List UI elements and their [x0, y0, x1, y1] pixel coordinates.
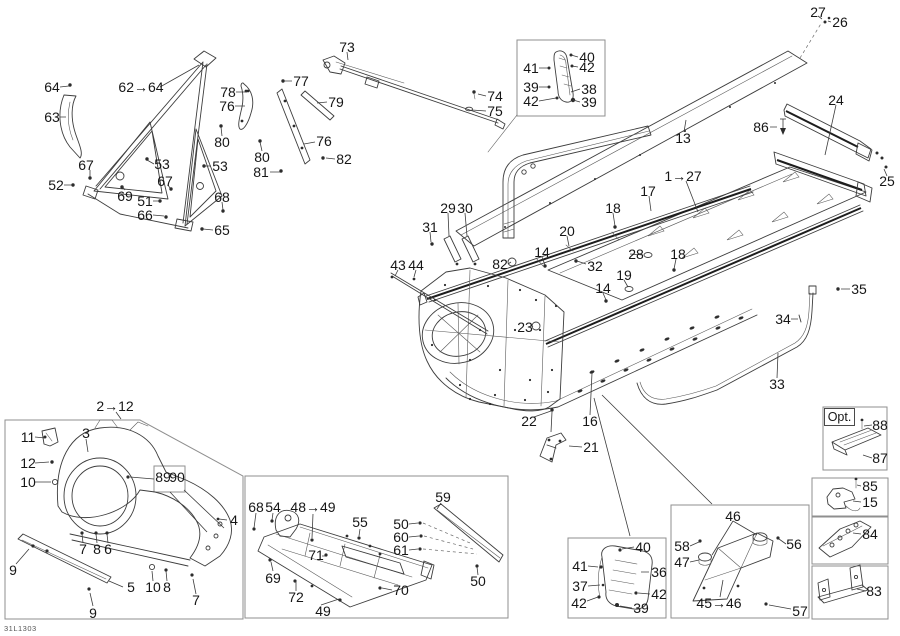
top-panel-art: [455, 16, 831, 247]
rods-struts-art: [390, 235, 489, 335]
pylon-assembly-art: [59, 50, 225, 232]
subframe-art: [252, 503, 504, 608]
tunnel-chassis-art: [417, 103, 888, 412]
board-cleats: [577, 315, 744, 393]
vent-bracket-art: [597, 545, 653, 610]
option-parts-art: [817, 418, 882, 604]
support-frame-art: [692, 532, 780, 606]
steering-braces-art: [219, 55, 506, 173]
bulkhead-rivets: [430, 283, 558, 406]
sheet-code: 31L1303: [4, 624, 37, 633]
heat-shield-art: [502, 125, 652, 239]
stabilizer-tube-art: [636, 285, 840, 405]
opt-box-label: Opt.: [824, 408, 855, 426]
bracket-21-art: [539, 432, 567, 463]
inset-bracket-art: [487, 50, 576, 153]
leader-lines: [15, 15, 888, 610]
detail-boxes: [4, 39, 889, 620]
engine-cradle-art: [17, 419, 232, 591]
